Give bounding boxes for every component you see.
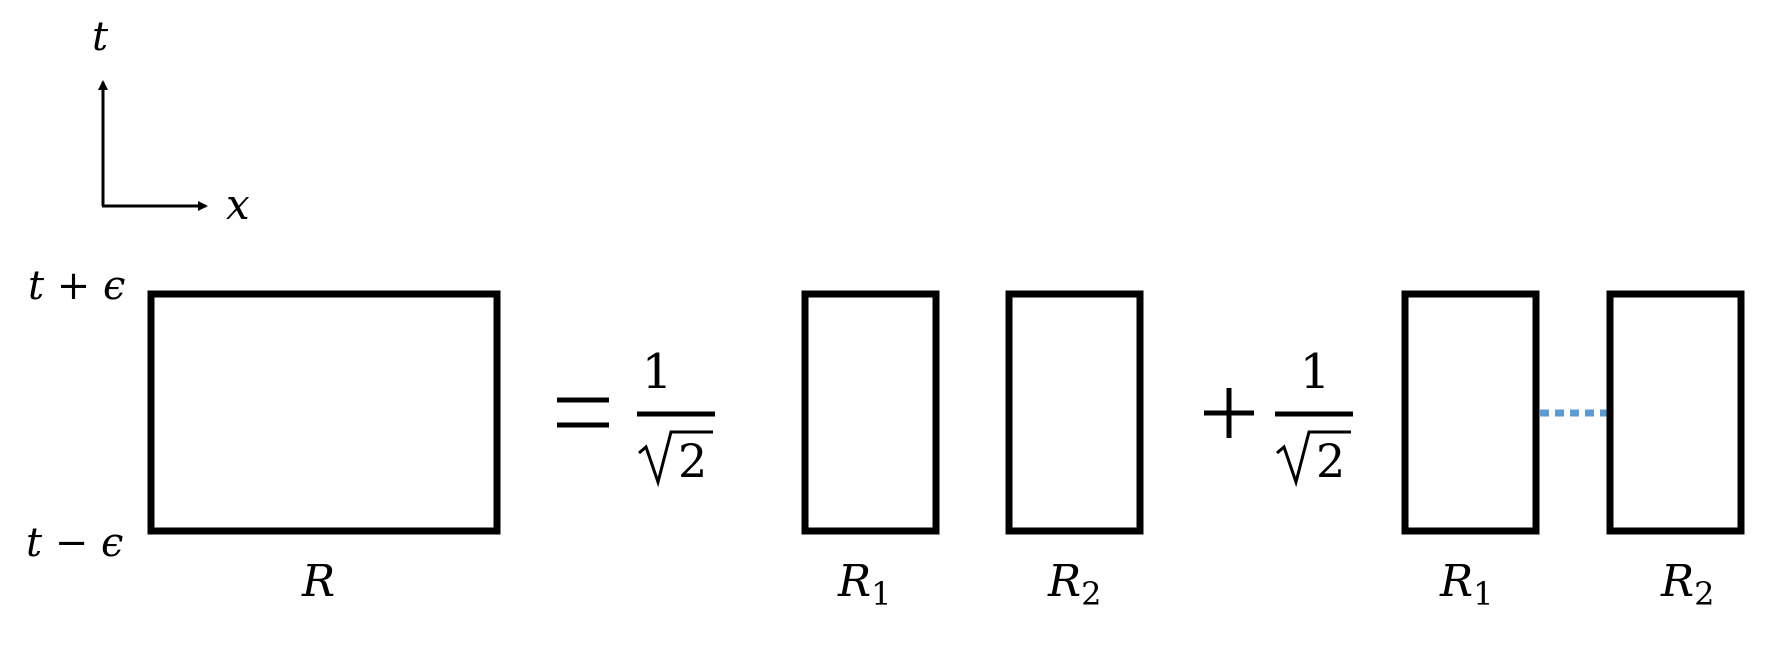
term-one-r2-label: R2 [1047, 556, 1102, 613]
term-one-r2-index: 2 [1081, 575, 1101, 613]
coefficient-two: 1 2 [1275, 344, 1353, 488]
coefficient-two-numerator: 1 [1300, 344, 1331, 400]
coefficient-two-radical-sign [1276, 430, 1351, 488]
term-two-subregion-r2-box [1606, 290, 1745, 535]
term-one-subregion-r2-box [1005, 290, 1144, 535]
x-axis-label: x [226, 180, 250, 229]
t-axis-label: t [92, 14, 109, 60]
coefficient-one: 1 2 [637, 344, 715, 488]
axes: t x [92, 14, 250, 229]
term-one-r1-label: R1 [837, 556, 892, 613]
region-r-box [147, 290, 501, 535]
term-one-r1-index: 1 [871, 575, 891, 613]
equals-sign [557, 397, 609, 428]
term-two-r1-base: R [1439, 556, 1473, 607]
term-two-r2-label: R2 [1660, 556, 1715, 613]
coefficient-one-numerator: 1 [642, 344, 673, 400]
term-two-r2-base: R [1660, 556, 1694, 607]
time-label-upper: t + ϵ [28, 263, 125, 309]
term-two-subregion-r1-box [1401, 290, 1540, 535]
coefficient-one-radical-sign [638, 430, 713, 488]
time-label-lower: t − ϵ [26, 520, 123, 566]
term-two-r1-index: 1 [1473, 575, 1493, 613]
term-two-r1-label: R1 [1439, 556, 1494, 613]
term-one-subregion-r1-box [801, 290, 940, 535]
term-two-r2-index: 2 [1694, 575, 1714, 613]
coefficient-one-radicand: 2 [678, 434, 707, 488]
term-one-r1-base: R [837, 556, 871, 607]
term-one-r2-base: R [1047, 556, 1081, 607]
region-r-label: R [301, 556, 335, 607]
coefficient-two-radicand: 2 [1316, 434, 1345, 488]
plus-sign [1204, 388, 1254, 438]
